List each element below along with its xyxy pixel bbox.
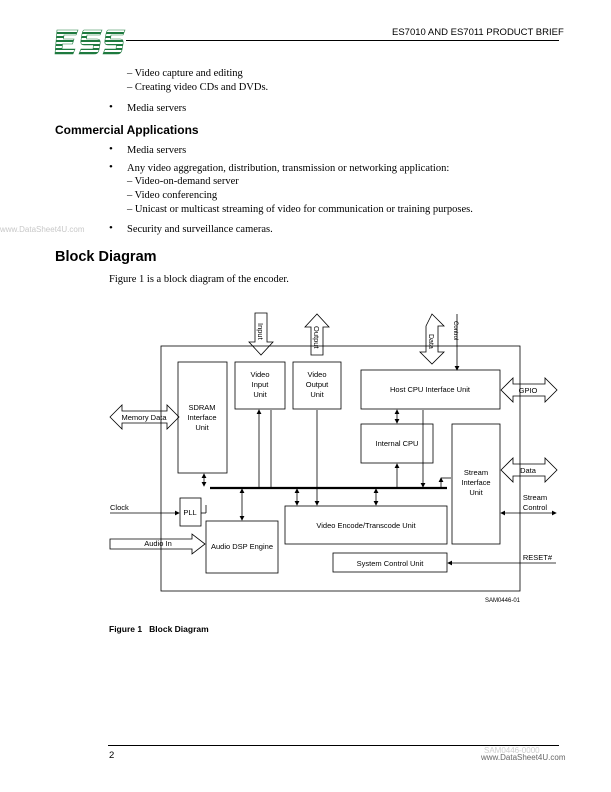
video-input-label: Unit	[253, 390, 267, 399]
video-input-label: Input	[252, 380, 270, 389]
output-label: Output	[312, 326, 321, 349]
video-output-label: Unit	[310, 390, 324, 399]
header-rule	[126, 40, 559, 41]
internal-cpu-label: Internal CPU	[376, 439, 419, 448]
host-cpu-box	[360, 369, 501, 410]
stream-interface-label: Interface	[461, 478, 490, 487]
memory-data-arrow	[109, 404, 180, 430]
system-control-box	[332, 552, 448, 573]
chip-boundary	[160, 345, 521, 592]
input-label: Input	[256, 323, 265, 341]
stream-interface-label: Unit	[469, 488, 483, 497]
list-sub-item: – Video conferencing	[127, 190, 218, 201]
list-item: Media servers	[127, 145, 187, 156]
diagram-ref: SAM0446-01	[485, 598, 521, 604]
stream-interface-label: Stream	[464, 468, 488, 477]
stream-control-label: Stream	[523, 493, 547, 502]
clock-label: Clock	[110, 503, 129, 512]
video-encode-label: Video Encode/Transcode Unit	[316, 521, 416, 530]
ess-logo	[54, 28, 126, 56]
figure-caption: Figure 1 Block Diagram	[109, 624, 209, 634]
sdram-label: Unit	[195, 423, 209, 432]
video-output-label: Output	[306, 380, 329, 389]
audio-dsp-label: Audio DSP Engine	[211, 542, 273, 551]
intro-paragraph: Figure 1 is a block diagram of the encod…	[109, 274, 289, 285]
gpio-arrow	[500, 377, 558, 403]
bullet-dot: •	[109, 101, 113, 113]
bullet-dot: •	[109, 161, 113, 173]
video-output-box	[292, 361, 342, 410]
gpio-label: GPIO	[519, 386, 538, 395]
sdram-label: Interface	[187, 413, 216, 422]
section-heading-commercial: Commercial Applications	[55, 123, 199, 137]
video-input-box	[234, 361, 286, 410]
audio-in-arrow	[109, 533, 206, 555]
audio-dsp-box	[205, 520, 279, 574]
input-arrow	[248, 312, 274, 356]
bullet-dot: •	[109, 143, 113, 155]
host-data-arrow	[419, 313, 445, 365]
internal-cpu-box	[360, 423, 434, 464]
pll-box	[179, 497, 202, 527]
bullet-dot: •	[109, 222, 113, 234]
video-output-label: Video	[307, 370, 326, 379]
list-sub-item: – Video-on-demand server	[127, 176, 239, 187]
document-title: ES7010 AND ES7011 PRODUCT BRIEF	[392, 27, 564, 38]
list-item: Media servers	[127, 103, 187, 114]
output-arrow	[304, 313, 330, 356]
stream-data-arrow	[500, 457, 558, 483]
stream-interface-box	[451, 423, 501, 545]
page-number: 2	[109, 750, 115, 761]
watermark-right: www.DataSheet4U.com	[481, 753, 566, 762]
video-input-label: Video	[250, 370, 269, 379]
memory-data-label: Memory Data	[121, 413, 167, 422]
list-sub-item: – Creating video CDs and DVDs.	[127, 82, 269, 93]
control-label: Control	[452, 321, 458, 340]
pll-label: PLL	[183, 508, 196, 517]
footer-rule	[108, 745, 559, 746]
video-encode-box	[284, 505, 448, 545]
list-sub-item: – Unicast or multicast streaming of vide…	[127, 204, 473, 215]
figure-title: Block Diagram	[149, 624, 209, 634]
list-item: Any video aggregation, distribution, tra…	[127, 163, 450, 174]
data-label: Data	[427, 334, 434, 349]
footer-stamp: SAM0446-0000	[484, 746, 540, 755]
watermark-left: www.DataSheet4U.com	[0, 225, 85, 234]
list-item: Security and surveillance cameras.	[127, 224, 273, 235]
audio-in-label: Audio In	[144, 539, 172, 548]
data-right-label: Data	[520, 466, 537, 475]
stream-control-label: Control	[523, 503, 548, 512]
host-cpu-label: Host CPU Interface Unit	[390, 385, 471, 394]
list-sub-item: – Video capture and editing	[127, 68, 243, 79]
reset-label: RESET#	[523, 553, 553, 562]
section-heading-block-diagram: Block Diagram	[55, 249, 157, 265]
system-control-label: System Control Unit	[357, 559, 425, 568]
sdram-label: SDRAM	[188, 403, 215, 412]
figure-number: Figure 1	[109, 624, 143, 634]
